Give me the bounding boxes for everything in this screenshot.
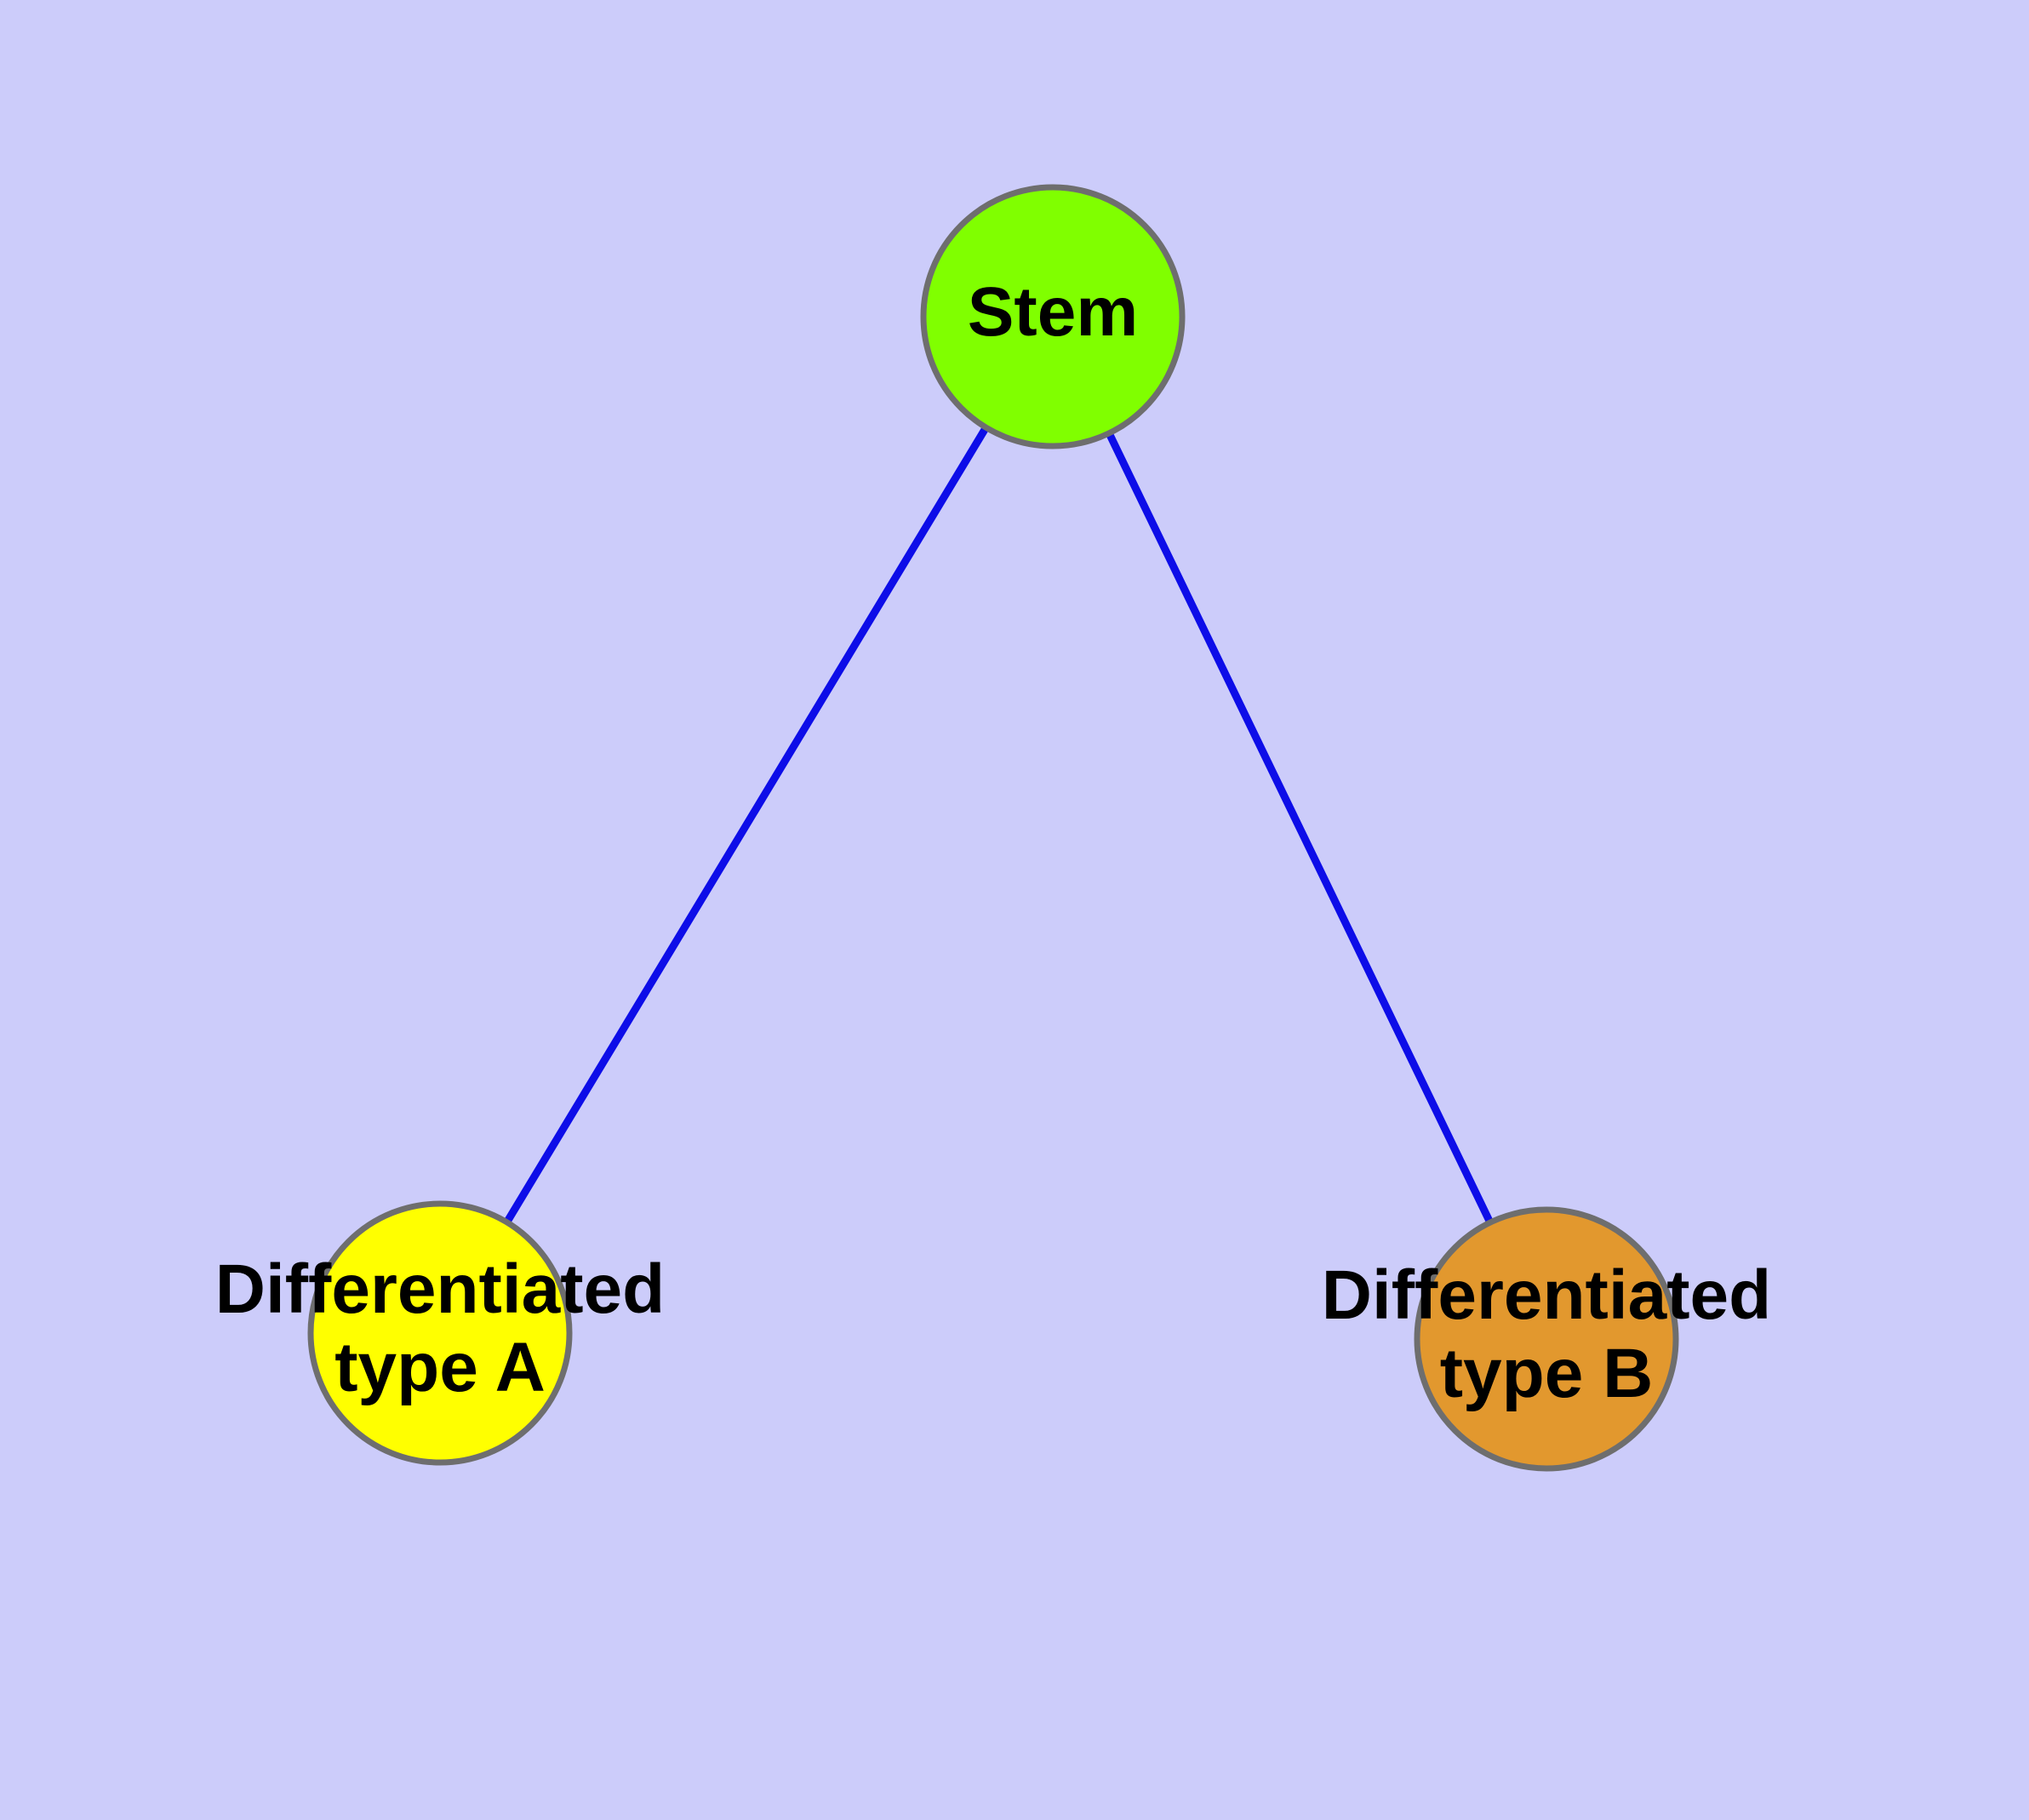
node-label-line: type B — [1440, 1335, 1654, 1412]
edge-stem-diff-b[interactable] — [1106, 433, 1493, 1222]
node-label-line: Differentiated — [1322, 1256, 1772, 1334]
node-label-line: Differentiated — [215, 1251, 666, 1328]
node-label-line: Stem — [968, 273, 1139, 351]
node-circle-diff-a[interactable] — [307, 1200, 573, 1466]
node-label-line: type A — [334, 1329, 546, 1406]
edge-stem-diff-a[interactable] — [505, 427, 988, 1222]
node-circle-stem[interactable] — [920, 184, 1186, 449]
node-label-stem: Stem — [968, 273, 1139, 351]
nodes-layer — [307, 184, 1679, 1472]
node-circle-diff-b[interactable] — [1414, 1206, 1679, 1472]
edges-layer — [505, 427, 1493, 1222]
